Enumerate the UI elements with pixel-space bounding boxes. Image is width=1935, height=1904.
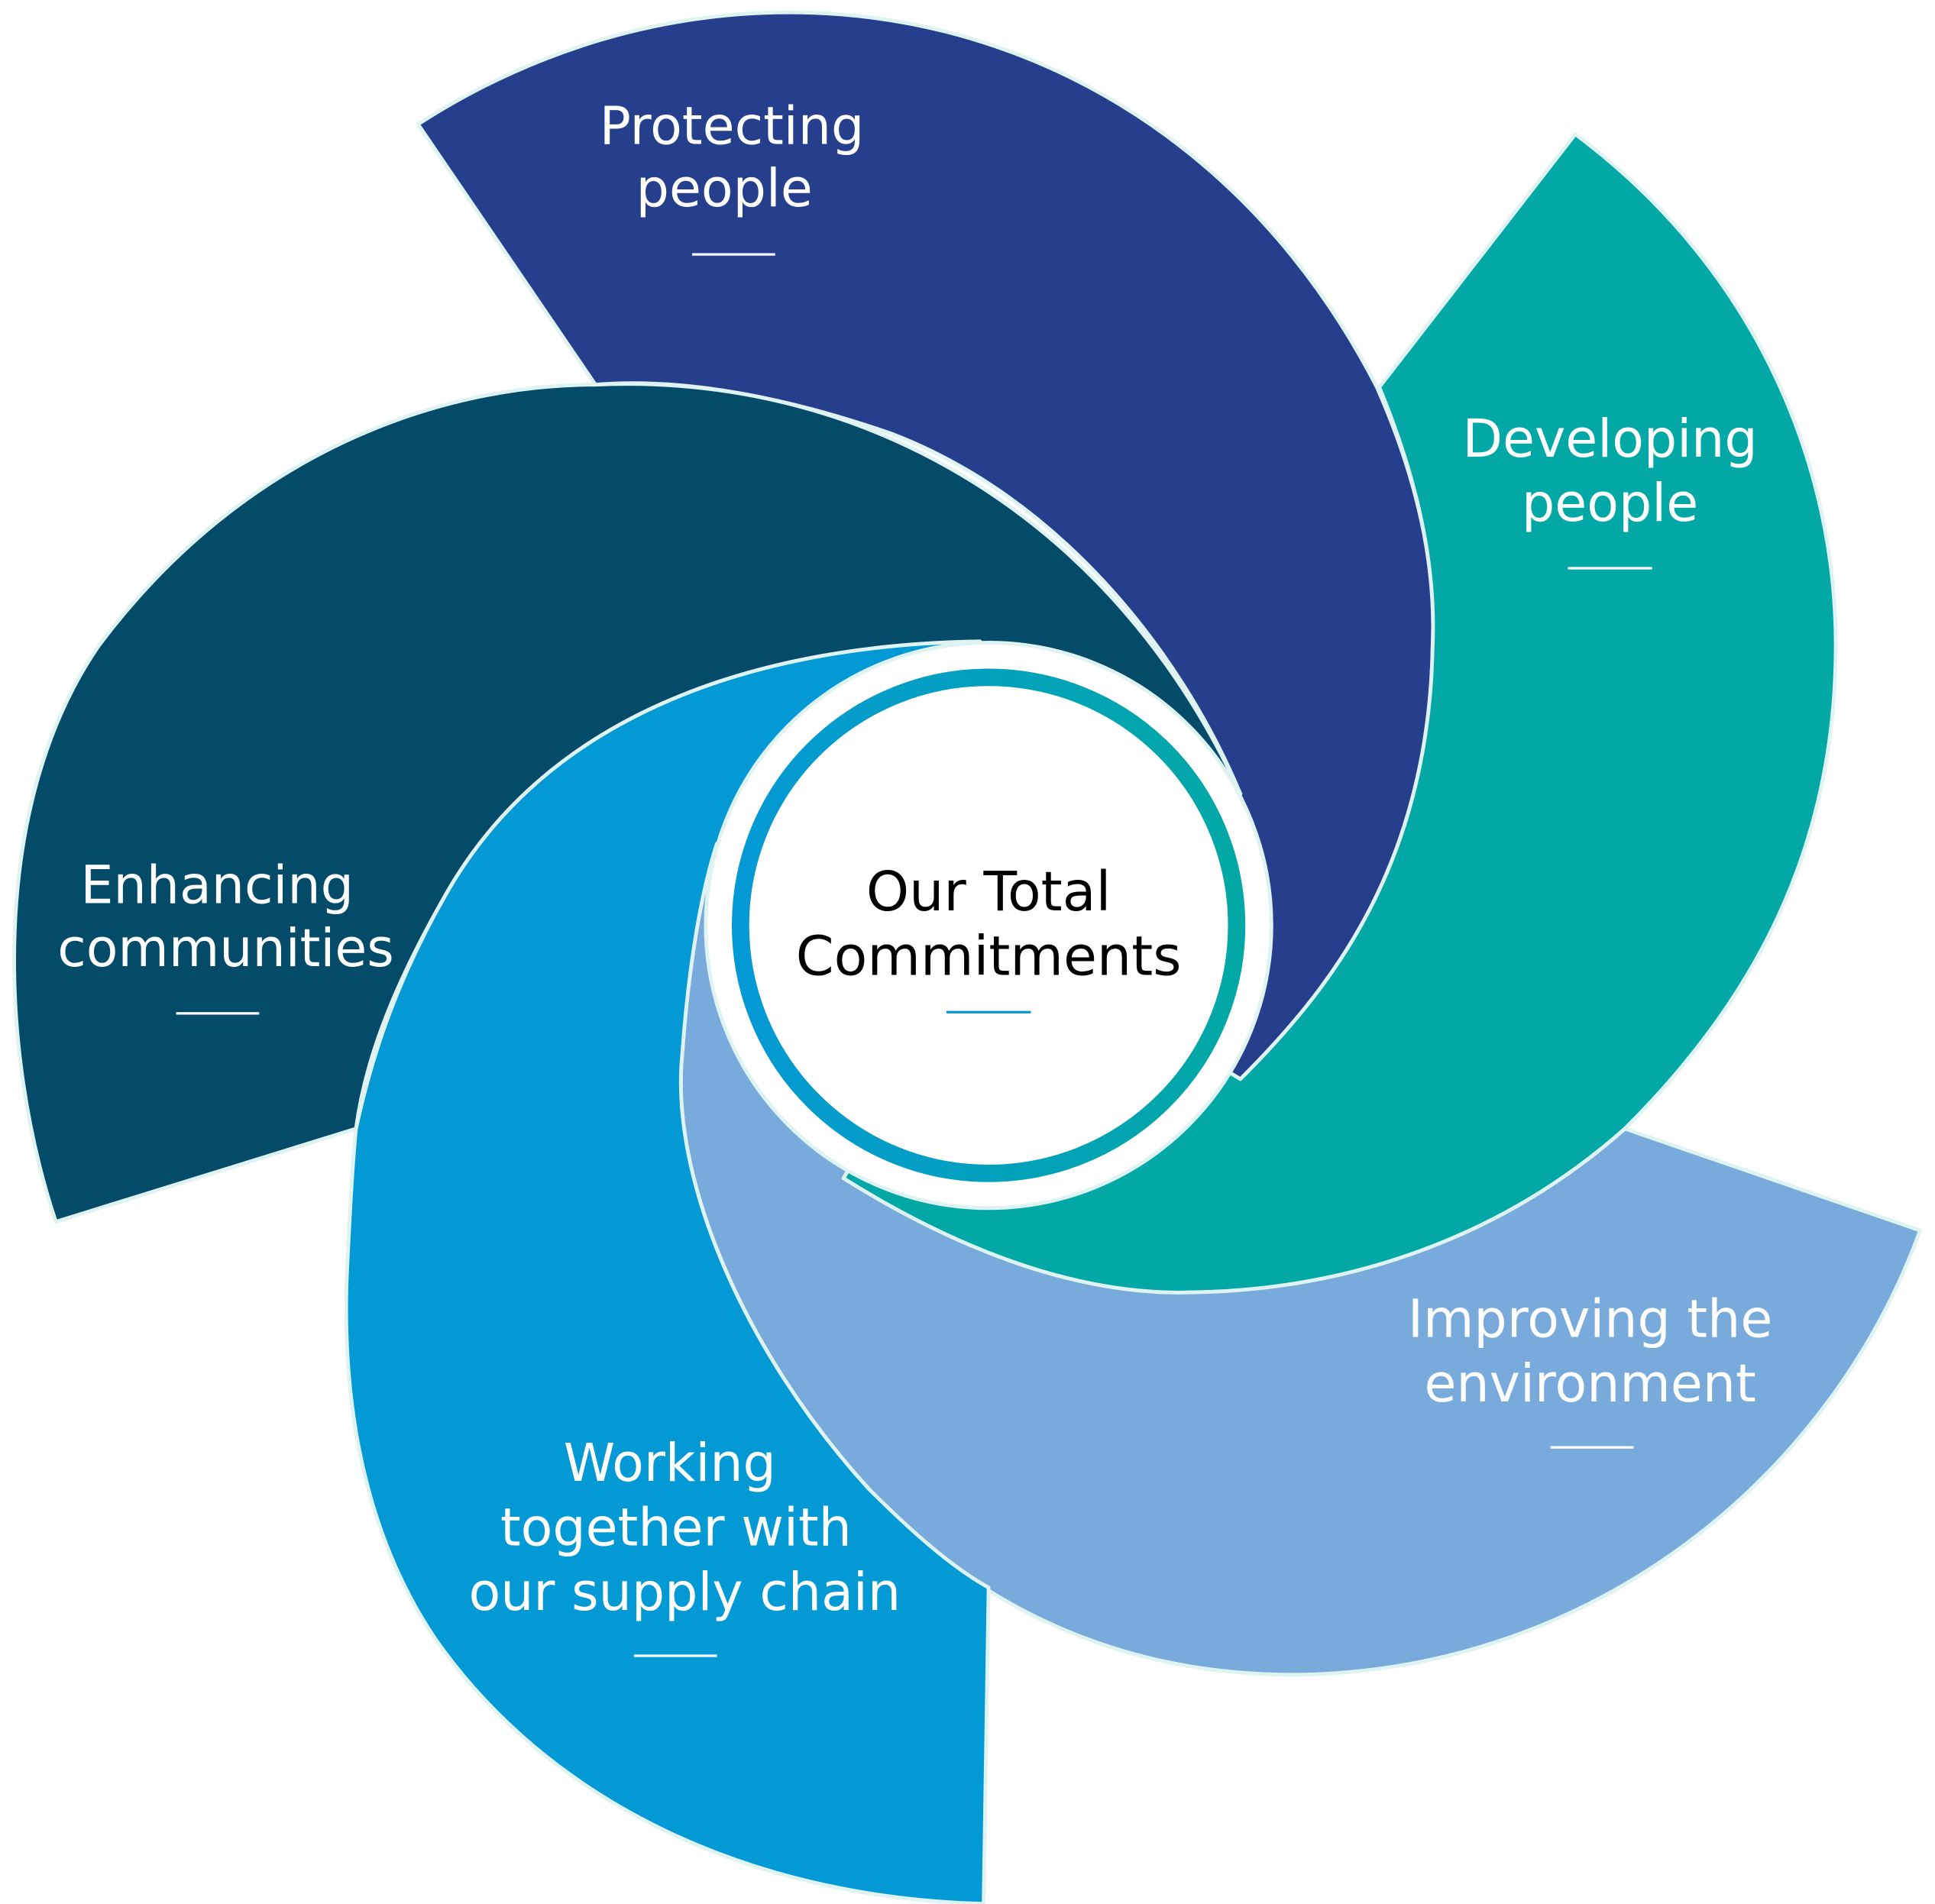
label-improving-2: environment [1424,1354,1755,1414]
center-title-line1: Our Total [866,860,1111,923]
label-protecting-2: people [636,159,813,219]
center-ring [731,668,1246,1182]
label-enhancing-2: communities [57,919,394,979]
center-circle [704,640,1273,1211]
label-working-3: our supply chain [469,1563,901,1623]
label-improving-1: Improving the [1408,1290,1772,1350]
label-developing-2: people [1522,474,1698,534]
segment-enhancing-communities[interactable] [12,382,1243,1224]
label-developing-1: Developing [1463,409,1758,470]
label-working-1: Working [564,1434,776,1494]
label-enhancing-1: Enhancing [80,855,353,916]
center-title-line2: Commitments [796,925,1182,988]
label-working-2: together with [500,1498,852,1558]
label-protecting-1: Protecting [600,97,865,157]
